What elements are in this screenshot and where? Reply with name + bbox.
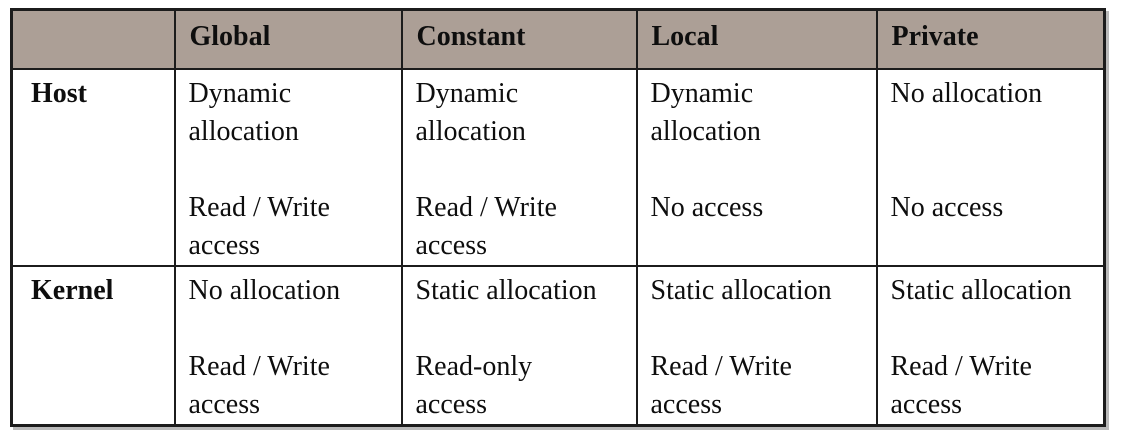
row-label-host: Host	[10, 67, 176, 267]
cell-text-line: access	[890, 388, 963, 420]
cell-text-line: Dynamic	[415, 77, 519, 109]
cell-text-line	[189, 151, 397, 189]
cell-text-line: Read / Write	[650, 350, 792, 382]
cell-text-line	[416, 151, 632, 189]
cell-text-line: Read / Write	[890, 350, 1032, 382]
cell-text-line	[651, 310, 872, 348]
cell-text-line: access	[650, 388, 723, 420]
cell-text-line: No allocation	[890, 77, 1043, 109]
cell-text-line: access	[188, 229, 261, 261]
cell-text-line: Static allocation	[890, 274, 1072, 306]
cell-text-line: Static allocation	[650, 274, 832, 306]
header-private: Private	[875, 8, 1106, 70]
cell-text-line: access	[415, 229, 488, 261]
header-row: Global Constant Local Private	[10, 8, 1106, 70]
row-label-kernel: Kernel	[10, 264, 176, 426]
cell-text-line	[891, 151, 1100, 189]
cell-text-line: access	[415, 388, 488, 420]
cell-text-line: Dynamic	[650, 77, 754, 109]
cell-text-line	[651, 151, 872, 189]
cell-text-line	[651, 227, 872, 264]
cell-text-line: Dynamic	[188, 77, 292, 109]
cell-text-line: Read-only	[415, 350, 533, 382]
cell-text-line: access	[188, 388, 261, 420]
cell-host-private: No allocation No access	[875, 67, 1106, 267]
header-local: Local	[635, 8, 878, 70]
cell-text-line: No access	[890, 191, 1004, 223]
cell-text-line: allocation	[650, 115, 761, 147]
cell-host-local: Dynamic allocation No access	[635, 67, 878, 267]
cell-text-line: No allocation	[188, 274, 341, 306]
cell-text-line: No access	[650, 191, 764, 223]
cell-text-line	[891, 310, 1100, 348]
cell-text-line	[891, 113, 1100, 151]
cell-text-line: allocation	[188, 115, 299, 147]
cell-text-line: Read / Write	[188, 191, 330, 223]
cell-text-line	[416, 310, 632, 348]
cell-text-line	[891, 227, 1100, 264]
header-constant: Constant	[400, 8, 638, 70]
cell-text-line: Read / Write	[415, 191, 557, 223]
table-header: Global Constant Local Private	[10, 8, 1106, 70]
cell-text-line	[189, 310, 397, 348]
cell-text-line: Static allocation	[415, 274, 597, 306]
cell-text-line: allocation	[415, 115, 526, 147]
header-global: Global	[173, 8, 403, 70]
header-corner-cell	[10, 8, 176, 70]
cell-text-line: Read / Write	[188, 350, 330, 382]
